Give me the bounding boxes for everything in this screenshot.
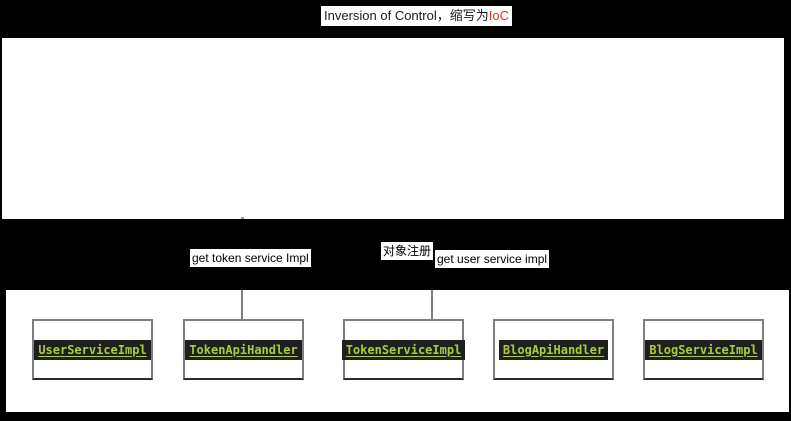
page-title: Inversion of Control，缩写为IoC: [321, 6, 512, 26]
class-box-token-service-impl: TokenServiceImpl: [341, 319, 466, 380]
connector-line-token-service: [431, 290, 433, 319]
implementation-panel: UserServiceImpl TokenApiHandler TokenSer…: [6, 290, 789, 412]
class-box-token-api-handler: TokenApiHandler: [183, 319, 304, 380]
class-name-user-service-impl: UserServiceImpl: [34, 339, 151, 360]
class-name-token-service-impl: TokenServiceImpl: [341, 339, 466, 360]
edge-label-get-token-service: get token service Impl: [190, 249, 311, 267]
connector-tip: [241, 217, 244, 219]
connector-line-token-api: [241, 290, 243, 319]
class-box-blog-service-impl: BlogServiceImpl: [643, 319, 764, 380]
diagram-canvas: [2, 38, 784, 219]
class-name-blog-api-handler: BlogApiHandler: [498, 339, 609, 360]
class-box-user-service-impl: UserServiceImpl: [32, 319, 153, 380]
class-name-token-api-handler: TokenApiHandler: [185, 339, 302, 360]
title-text: Inversion of Control，缩写为: [324, 8, 489, 23]
class-name-blog-service-impl: BlogServiceImpl: [645, 339, 762, 360]
edge-label-object-register: 对象注册: [381, 242, 434, 260]
edge-label-get-user-service: get user service impl: [435, 250, 550, 268]
ioc-abbreviation: IoC: [488, 8, 509, 23]
class-box-blog-api-handler: BlogApiHandler: [493, 319, 614, 380]
